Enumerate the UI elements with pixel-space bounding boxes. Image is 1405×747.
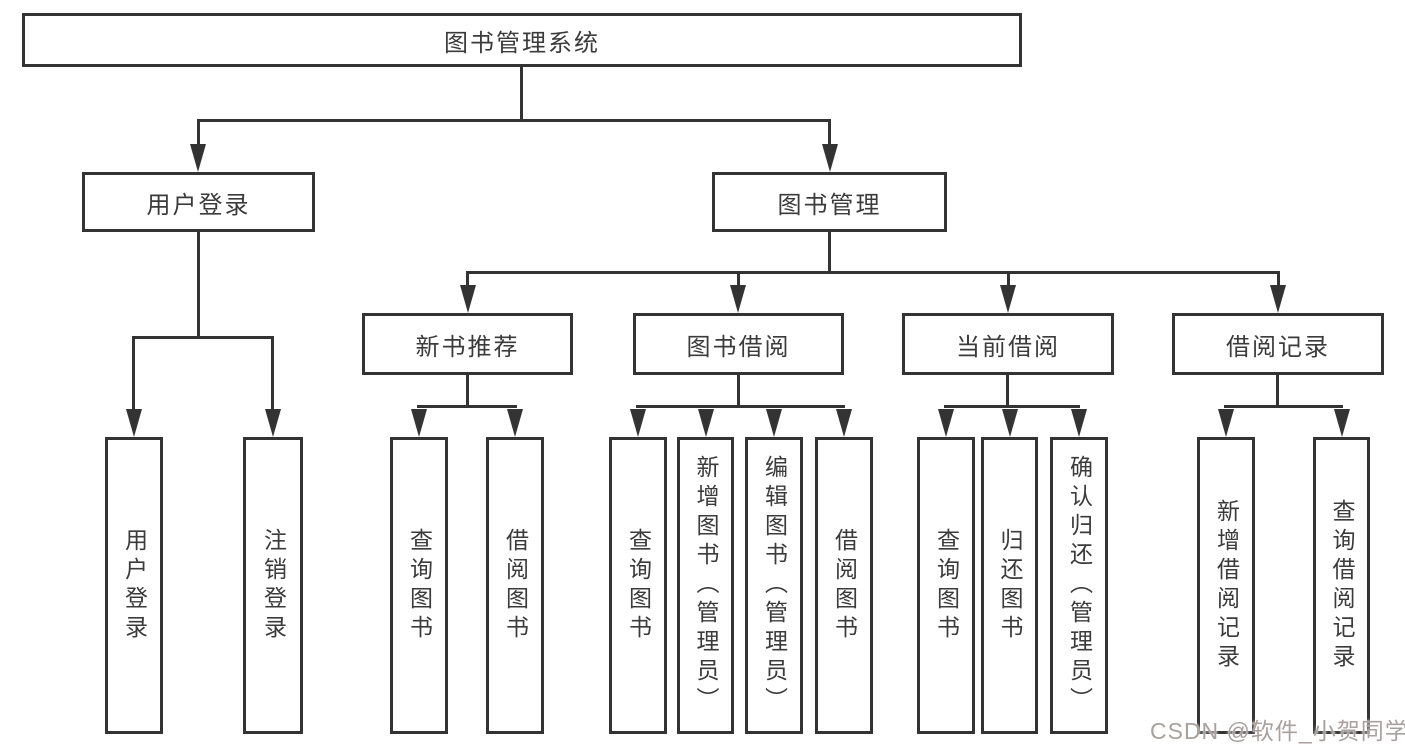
connector-root-stem [520, 67, 523, 121]
arrow-down-icon [730, 285, 746, 313]
connector-level3-rail [466, 271, 1280, 274]
node-book-borrowing: 图书借阅 [633, 313, 844, 375]
connector-stem [466, 375, 469, 408]
node-user-login: 用户登录 [82, 172, 315, 232]
csdn-watermark: CSDN @软件_小贺同学 [1150, 718, 1405, 744]
connector-stem [132, 336, 135, 414]
leaf-confirm-return-admin: 确认归还（管理员） [1050, 437, 1108, 734]
arrow-down-icon [265, 409, 281, 437]
leaf-borrow-books: 借阅图书 [815, 437, 873, 734]
connector-stem [737, 375, 740, 408]
leaf-borrow-books-recommend: 借阅图书 [486, 437, 544, 734]
leaf-edit-book-admin: 编辑图书（管理员） [745, 437, 803, 734]
node-borrowing-records: 借阅记录 [1172, 313, 1384, 375]
arrow-down-icon [126, 409, 142, 437]
node-new-book-recommendation: 新书推荐 [362, 313, 573, 375]
arrow-down-icon [1218, 409, 1234, 437]
connector-rail [636, 405, 845, 408]
arrow-down-icon [630, 409, 646, 437]
connector-stem [1006, 375, 1009, 408]
arrow-down-icon [822, 144, 838, 172]
arrow-down-icon [1334, 409, 1350, 437]
leaf-add-borrow-record: 新增借阅记录 [1197, 437, 1255, 734]
arrow-down-icon [507, 409, 523, 437]
connector-level2-rail [197, 119, 831, 122]
leaf-logout: 注销登录 [243, 437, 303, 734]
connector-stem [737, 271, 740, 293]
leaf-query-books-borrow: 查询图书 [609, 437, 667, 734]
connector-stem [1276, 375, 1279, 408]
node-book-management: 图书管理 [712, 172, 947, 232]
leaf-return-books: 归还图书 [981, 437, 1038, 734]
leaf-query-books-current: 查询图书 [917, 437, 975, 734]
leaf-query-books-recommend: 查询图书 [390, 437, 448, 734]
node-current-borrowing: 当前借阅 [902, 313, 1114, 375]
arrow-down-icon [190, 144, 206, 172]
arrow-down-icon [1270, 285, 1286, 313]
arrow-down-icon [836, 409, 852, 437]
connector-stem [271, 336, 274, 414]
connector-stem [1007, 271, 1010, 293]
connector-rail [132, 336, 274, 339]
arrow-down-icon [698, 409, 714, 437]
leaf-user-login: 用户登录 [105, 437, 163, 734]
connector-stem [828, 119, 831, 150]
node-library-management-system: 图书管理系统 [22, 13, 1022, 67]
connector-rail [1224, 405, 1343, 408]
arrow-down-icon [460, 285, 476, 313]
arrow-down-icon [411, 409, 427, 437]
connector-stem [466, 271, 469, 293]
connector-stem [197, 119, 200, 150]
arrow-down-icon [766, 409, 782, 437]
arrow-down-icon [1000, 285, 1016, 313]
connector-stem [1277, 271, 1280, 293]
connector-rail [944, 405, 1080, 408]
leaf-query-borrow-record: 查询借阅记录 [1313, 437, 1370, 734]
connector-stem [828, 232, 831, 274]
arrow-down-icon [1002, 409, 1018, 437]
connector-stem [197, 232, 200, 339]
leaf-add-book-admin: 新增图书（管理员） [677, 437, 734, 734]
arrow-down-icon [1071, 409, 1087, 437]
connector-rail [417, 405, 517, 408]
arrow-down-icon [938, 409, 954, 437]
